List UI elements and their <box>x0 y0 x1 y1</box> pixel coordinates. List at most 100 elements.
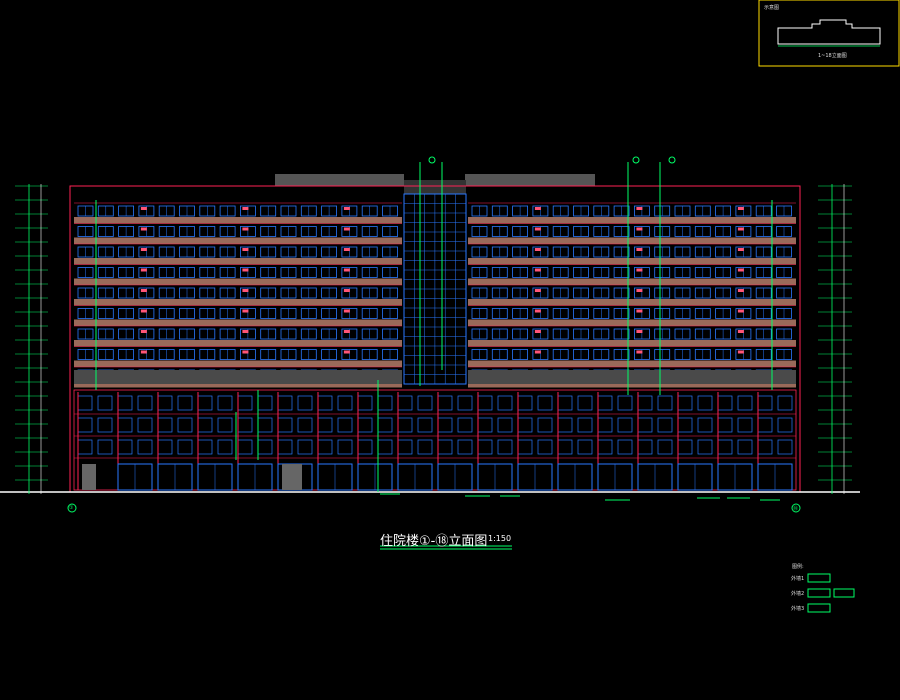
ward-block-left-slab <box>74 340 402 347</box>
podium-window <box>737 417 753 433</box>
podium-window <box>257 395 273 411</box>
ac-unit <box>343 207 350 210</box>
podium-window <box>97 439 113 455</box>
podium-window <box>397 395 413 411</box>
podium-window <box>697 417 713 433</box>
podium-window <box>517 417 533 433</box>
podium-window <box>697 395 713 411</box>
ac-unit <box>140 268 147 272</box>
podium-window <box>777 439 793 455</box>
podium-window <box>157 417 173 433</box>
podium-window <box>397 417 413 433</box>
podium-window <box>637 417 653 433</box>
podium-window <box>137 417 153 433</box>
ac-unit <box>636 350 643 354</box>
ac-unit <box>737 330 744 333</box>
ac-unit <box>343 309 350 313</box>
podium-window <box>377 395 393 411</box>
podium-window <box>137 439 153 455</box>
podium-window <box>317 395 333 411</box>
podium-window <box>317 439 333 455</box>
legend-label-2: 外墙2 <box>791 591 805 597</box>
podium-window <box>617 417 633 433</box>
podium-window <box>117 439 133 455</box>
podium-window <box>497 395 513 411</box>
ac-unit <box>242 248 249 251</box>
podium-window <box>497 439 513 455</box>
podium-window <box>757 439 773 455</box>
podium-window <box>517 439 533 455</box>
podium-window <box>257 439 273 455</box>
ac-unit <box>343 350 350 354</box>
podium-window <box>617 439 633 455</box>
ac-unit <box>737 309 744 313</box>
ward-block-right-slab <box>468 237 796 244</box>
axis-bubble-end <box>791 503 801 513</box>
podium-window <box>757 417 773 433</box>
podium-window <box>257 417 273 433</box>
ac-unit <box>343 330 350 333</box>
podium-window <box>217 395 233 411</box>
podium-window <box>417 417 433 433</box>
ac-unit <box>636 207 643 210</box>
ac-unit <box>140 330 147 333</box>
podium-window <box>717 417 733 433</box>
ac-unit <box>534 207 541 210</box>
podium-window <box>677 395 693 411</box>
podium-window <box>477 395 493 411</box>
roof-stair-core <box>404 180 466 194</box>
podium-window <box>337 395 353 411</box>
ac-unit <box>140 289 147 292</box>
ac-unit <box>534 268 541 272</box>
podium-window <box>417 395 433 411</box>
podium-window <box>777 395 793 411</box>
podium-window <box>517 395 533 411</box>
ac-unit <box>242 350 249 354</box>
podium-window <box>357 417 373 433</box>
podium-window <box>537 417 553 433</box>
ward-block-right-transfer-floor <box>468 370 796 384</box>
podium-window <box>277 395 293 411</box>
legend-swatch-2 <box>807 588 831 598</box>
key-plan-outline <box>777 19 881 45</box>
podium-window <box>557 439 573 455</box>
ward-block-right-slab <box>468 217 796 224</box>
podium-window <box>197 395 213 411</box>
podium-window <box>157 439 173 455</box>
axis-bubble-start <box>67 503 77 513</box>
podium-window <box>677 417 693 433</box>
ac-unit <box>242 330 249 333</box>
ward-block-right-slab <box>468 360 796 367</box>
ac-unit <box>343 227 350 231</box>
ac-unit <box>242 289 249 292</box>
podium-window <box>497 417 513 433</box>
podium-window <box>537 395 553 411</box>
podium-window <box>237 417 253 433</box>
podium-window <box>577 417 593 433</box>
podium-window <box>637 439 653 455</box>
ac-unit <box>140 248 147 251</box>
annotation-bubble <box>632 156 640 164</box>
podium-window <box>157 395 173 411</box>
ac-unit <box>737 207 744 210</box>
podium-window <box>477 439 493 455</box>
podium-window <box>177 417 193 433</box>
ward-block-right-slab <box>468 299 796 306</box>
podium-window <box>197 417 213 433</box>
podium-window <box>697 439 713 455</box>
ac-unit <box>140 350 147 354</box>
ward-block-right-slab <box>468 319 796 326</box>
ac-unit <box>737 227 744 231</box>
ac-unit <box>534 350 541 354</box>
podium-window <box>297 439 313 455</box>
legend-swatch-1 <box>807 573 831 583</box>
ward-block-left-slab <box>74 381 402 388</box>
key-plan-caption: 1~18立面图 <box>818 53 847 59</box>
ac-unit <box>737 289 744 292</box>
podium-window <box>477 417 493 433</box>
ac-unit <box>242 268 249 272</box>
ward-block-left-slab <box>74 258 402 265</box>
ac-unit <box>534 309 541 313</box>
podium-window <box>97 395 113 411</box>
podium-window <box>617 395 633 411</box>
